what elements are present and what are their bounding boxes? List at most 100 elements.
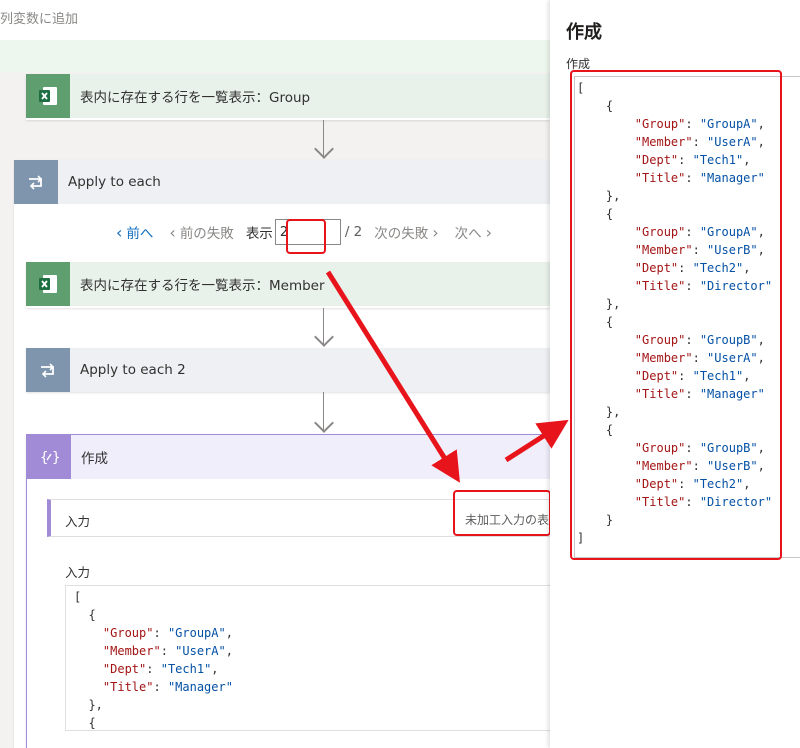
preview-member: "UserA" (175, 644, 226, 658)
chevron-right-icon: › (485, 222, 493, 242)
json-brace: }, (605, 189, 621, 203)
json-value: "GroupB" (699, 333, 758, 347)
iteration-pager: ‹ 前へ ‹ 前の失敗 表示 2 / 2 次の失敗 › 次へ › (14, 208, 549, 256)
json-value: "UserB" (707, 243, 758, 257)
excel-icon (26, 74, 70, 118)
show-raw-inputs-link[interactable]: 未加工入力の表 (465, 513, 550, 527)
panel-label: 作成 (566, 57, 591, 71)
json-brace: } (605, 513, 614, 527)
card-title: 表内に存在する行を一覧表示：Group (80, 90, 311, 106)
connector-line (323, 308, 324, 344)
json-brace: { (605, 207, 614, 221)
json-bracket: [ (577, 81, 585, 95)
json-value: "Tech2" (692, 261, 744, 275)
highlight-page-input (286, 219, 326, 254)
list-rows-member-card[interactable]: 表内に存在する行を一覧表示：Member (26, 262, 550, 308)
previous-action-footer (0, 40, 550, 72)
input-json-box: [ { "Group": "GroupA", "Member": "UserA"… (65, 585, 550, 731)
json-value: "Manager" (699, 171, 765, 185)
next-failure-button[interactable]: 次の失敗 (374, 226, 429, 242)
card-title: Apply to each (68, 174, 161, 190)
apply-to-each-2-card[interactable]: Apply to each 2 (26, 348, 550, 392)
json-key: "Dept" (634, 261, 679, 275)
inputs-section-header: 入力 未加工入力の表 (47, 499, 550, 537)
json-brace: }, (605, 405, 621, 419)
json-value: "Director" (699, 495, 773, 509)
json-value: "UserB" (707, 459, 758, 473)
json-brace: }, (605, 297, 621, 311)
previous-action[interactable]: 列変数に追加 (0, 0, 550, 40)
card-header[interactable]: Apply to each 2 (26, 348, 550, 392)
json-value: "UserA" (707, 351, 758, 365)
json-key: "Group" (634, 333, 686, 347)
json-key: "Group" (634, 225, 686, 239)
svg-text:}: } (52, 450, 60, 466)
json-key: "Member" (634, 459, 693, 473)
raw-inputs-panel: 作成 作成 [ { "Group": "GroupA", "Member": "… (550, 0, 800, 748)
flow-canvas: 列変数に追加 表内に存在する行を一覧表示：Group Apply to each… (0, 0, 550, 748)
prev-button[interactable]: 前へ (126, 226, 154, 242)
preview-group: "GroupA" (167, 626, 226, 640)
json-value: "GroupA" (699, 225, 758, 239)
json-key: "Group" (634, 117, 686, 131)
next-button[interactable]: 次へ (454, 226, 482, 242)
card-header[interactable]: 表内に存在する行を一覧表示：Member (26, 262, 550, 306)
json-key: "Dept" (634, 477, 679, 491)
panel-title: 作成 (566, 22, 602, 43)
previous-action-label: 列変数に追加 (0, 12, 79, 27)
json-value: "Tech1" (692, 153, 744, 167)
compose-icon: {} (27, 435, 71, 479)
excel-icon (26, 262, 70, 306)
prev-failure-button[interactable]: 前の失敗 (179, 226, 234, 242)
chevron-left-icon: ‹ (116, 222, 123, 242)
json-key: "Member" (634, 351, 693, 365)
json-value: "Director" (699, 279, 773, 293)
json-key: "Title" (634, 279, 686, 293)
preview-dept: "Tech1" (160, 662, 212, 676)
page-total: / 2 (344, 224, 363, 240)
json-brace: { (605, 423, 614, 437)
inputs-section-title: 入力 (65, 514, 91, 529)
json-key: "Member" (634, 135, 693, 149)
highlight-raw-inputs (453, 490, 550, 536)
connector-line (323, 392, 324, 430)
json-bracket: ] (577, 531, 585, 545)
card-title: Apply to each 2 (80, 362, 186, 378)
json-key: "Member" (634, 243, 693, 257)
json-value: "GroupA" (699, 117, 758, 131)
loop-icon (14, 160, 58, 204)
json-value: "UserA" (707, 135, 758, 149)
json-key: "Title" (634, 495, 686, 509)
card-title: 表内に存在する行を一覧表示：Member (80, 278, 325, 294)
chevron-right-icon: › (432, 222, 439, 242)
json-key: "Dept" (634, 369, 679, 383)
json-value: "Tech1" (692, 369, 744, 383)
show-label: 表示 (245, 226, 273, 242)
json-key: "Title" (634, 171, 686, 185)
connector-line (323, 120, 324, 156)
json-key: "Title" (634, 387, 686, 401)
json-value: "Manager" (699, 387, 765, 401)
highlight-raw-json (570, 70, 782, 560)
card-header[interactable]: Apply to each (14, 160, 550, 204)
card-header[interactable]: 表内に存在する行を一覧表示：Group (26, 74, 550, 118)
json-brace: { (605, 99, 614, 113)
raw-json-content: [ { "Group": "GroupA", "Member": "UserA"… (577, 81, 773, 545)
card-title: 作成 (81, 451, 108, 467)
json-value: "Tech2" (692, 477, 744, 491)
json-key: "Group" (634, 441, 686, 455)
connector-arrow (314, 139, 334, 159)
input-json-preview: [ { "Group": "GroupA", "Member": "UserA"… (74, 590, 233, 730)
json-value: "GroupB" (699, 441, 758, 455)
json-key: "Dept" (634, 153, 679, 167)
list-rows-group-card[interactable]: 表内に存在する行を一覧表示：Group (26, 74, 550, 120)
raw-json-box[interactable]: [ { "Group": "GroupA", "Member": "UserA"… (574, 76, 800, 558)
card-header[interactable]: {} 作成 (27, 435, 550, 479)
loop-icon (26, 348, 70, 392)
preview-title: "Manager" (167, 680, 233, 694)
svg-text:{: { (40, 450, 48, 466)
json-brace: { (605, 315, 614, 329)
compose-card[interactable]: {} 作成 入力 未加工入力の表 入力 [ { "Group": "GroupA… (26, 434, 550, 748)
chevron-left-icon: ‹ (169, 222, 176, 242)
input-label: 入力 (65, 565, 91, 580)
